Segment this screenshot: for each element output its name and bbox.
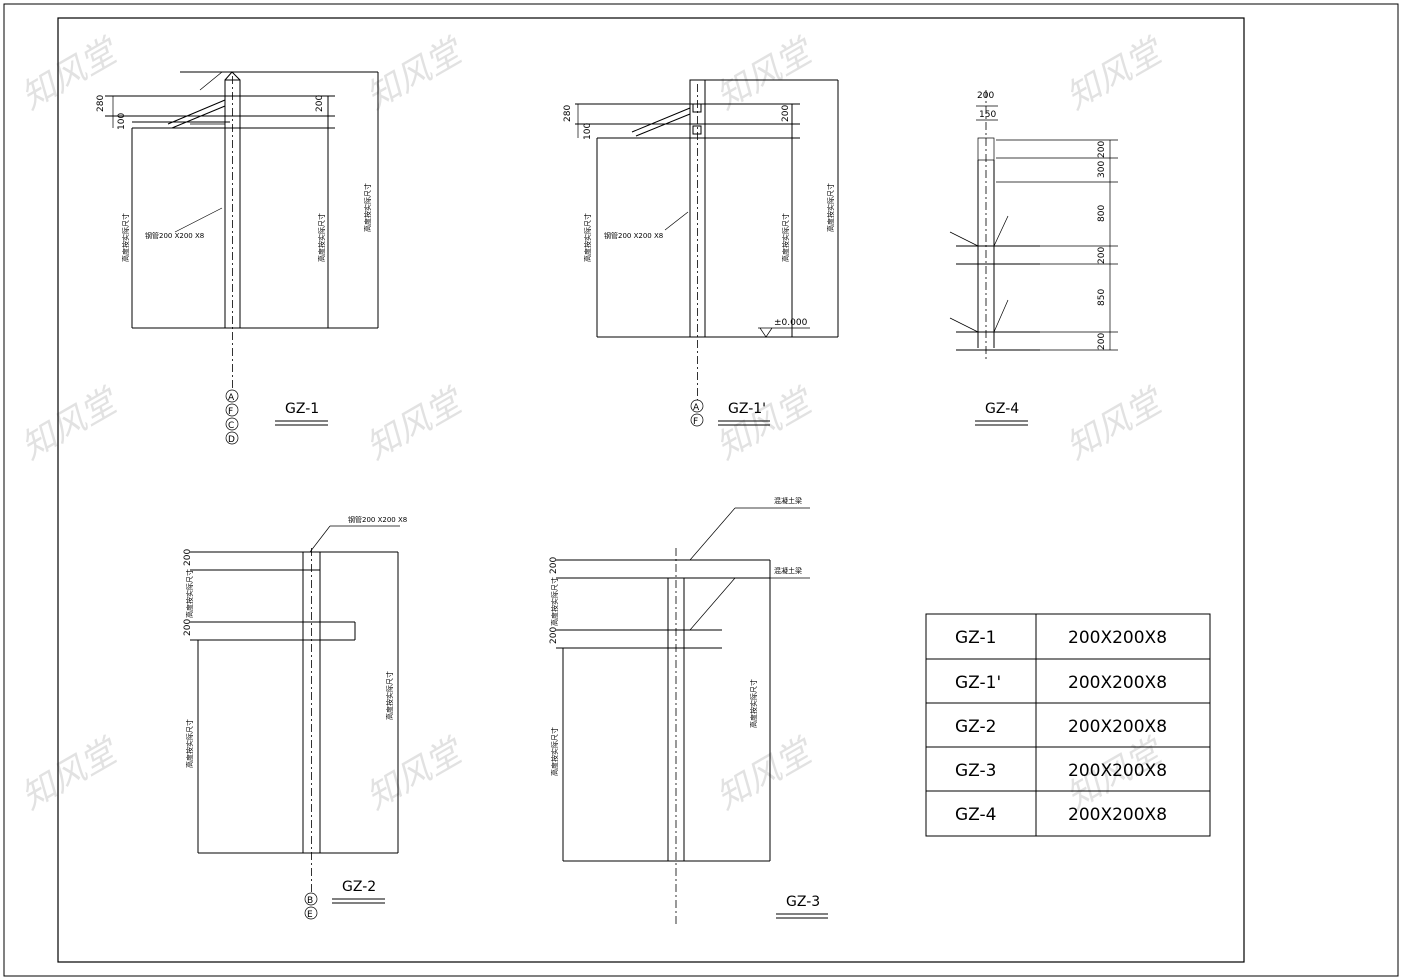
height-note: 高度按实际尺寸 xyxy=(826,183,835,232)
beam-note: 混凝土梁 xyxy=(774,566,802,575)
svg-text:200: 200 xyxy=(1097,141,1107,158)
axis-bubbles: A F C D xyxy=(225,389,239,445)
dim-150: 150 xyxy=(979,110,996,120)
dim-100: 100 xyxy=(583,123,593,140)
detail-gz3: 混凝土梁 混凝土梁 200 200 高度按实际尺寸 高度按实际尺寸 高度按实际尺… xyxy=(549,496,828,924)
height-note: 高度按实际尺寸 xyxy=(185,569,194,618)
dim-100: 100 xyxy=(117,113,127,130)
watermark: 知风堂 xyxy=(15,380,127,468)
beam-note: 混凝土梁 xyxy=(774,496,802,505)
watermark: 知风堂 xyxy=(360,730,472,818)
axis-bubbles: B E xyxy=(304,892,318,920)
level-mark: ±0.000 xyxy=(774,318,808,328)
detail-title: GZ-1 xyxy=(285,401,319,417)
dim-200: 200 xyxy=(183,549,193,566)
height-note: 高度按实际尺寸 xyxy=(185,719,194,768)
dim-200: 200 xyxy=(781,105,791,122)
dim-200: 200 xyxy=(549,557,559,574)
detail-gz2: 钢管200 X200 X8 200 200 高度按实际尺寸 高度按实际尺寸 高度… xyxy=(183,515,407,920)
svg-text:B: B xyxy=(307,896,313,906)
height-note: 高度按实际尺寸 xyxy=(550,727,559,776)
height-note: 高度按实际尺寸 xyxy=(583,213,592,262)
dim-280: 280 xyxy=(96,95,106,112)
detail-title: GZ-4 xyxy=(985,401,1019,417)
svg-text:A: A xyxy=(693,403,700,413)
steel-column xyxy=(667,577,685,862)
table-cell-size: 200X200X8 xyxy=(1068,761,1167,781)
detail-gz4: 200 150 200 300 800 200 850 200 GZ-4 xyxy=(949,90,1118,426)
height-note: 高度按实际尺寸 xyxy=(385,671,394,720)
svg-text:F: F xyxy=(228,407,233,417)
watermark: 知风堂 xyxy=(710,730,822,818)
table-cell-mark: GZ-2 xyxy=(955,717,996,737)
svg-text:E: E xyxy=(307,910,313,920)
drawing-frame xyxy=(57,17,1245,963)
svg-text:200: 200 xyxy=(1097,247,1107,264)
svg-text:D: D xyxy=(228,435,235,445)
svg-text:850: 850 xyxy=(1097,289,1107,306)
watermark: 知风堂 xyxy=(360,30,472,118)
table-cell-mark: GZ-1' xyxy=(955,673,1001,693)
table-cell-size: 200X200X8 xyxy=(1068,805,1167,825)
table-cell-mark: GZ-1 xyxy=(955,628,996,648)
svg-text:800: 800 xyxy=(1097,205,1107,222)
height-note: 高度按实际尺寸 xyxy=(749,679,758,728)
height-note: 高度按实际尺寸 xyxy=(121,213,130,262)
watermark: 知风堂 xyxy=(360,380,472,468)
height-note: 高度按实际尺寸 xyxy=(317,213,326,262)
table-cell-size: 200X200X8 xyxy=(1068,628,1167,648)
watermark: 知风堂 xyxy=(15,30,127,118)
outer-border xyxy=(3,3,1399,977)
steel-note: 钢管200 X200 X8 xyxy=(604,231,663,240)
steel-note: 钢管200 X200 X8 xyxy=(348,515,407,524)
svg-text:A: A xyxy=(228,393,235,403)
detail-title: GZ-1' xyxy=(728,401,766,417)
dim-200: 200 xyxy=(549,627,559,644)
detail-title: GZ-3 xyxy=(786,894,820,910)
dim-200: 200 xyxy=(183,619,193,636)
svg-text:200: 200 xyxy=(1097,333,1107,350)
table-cell-mark: GZ-4 xyxy=(955,805,996,825)
watermark: 知风堂 xyxy=(1060,380,1172,468)
column-schedule-table: GZ-1 200X200X8 GZ-1' 200X200X8 GZ-2 200X… xyxy=(925,613,1211,837)
svg-text:C: C xyxy=(228,421,234,431)
detail-title: GZ-2 xyxy=(342,879,376,895)
svg-text:300: 300 xyxy=(1097,161,1107,178)
height-note: 高度按实际尺寸 xyxy=(363,183,372,232)
table-cell-mark: GZ-3 xyxy=(955,761,996,781)
steel-note: 钢管200 X200 X8 xyxy=(145,231,204,240)
table-cell-size: 200X200X8 xyxy=(1068,673,1167,693)
svg-text:F: F xyxy=(693,417,698,427)
watermarks: 知风堂 知风堂 知风堂 知风堂 知风堂 知风堂 知风堂 知风堂 知风堂 知风堂 … xyxy=(15,30,1172,818)
detail-gz1: 280 100 200 钢管200 X200 X8 高度按实际尺寸 高度按实际尺… xyxy=(96,71,379,445)
watermark: 知风堂 xyxy=(710,30,822,118)
dim-200: 200 xyxy=(315,95,325,112)
dim-280: 280 xyxy=(563,105,573,122)
watermark: 知风堂 xyxy=(710,380,822,468)
height-note: 高度按实际尺寸 xyxy=(781,213,790,262)
table-cell-size: 200X200X8 xyxy=(1068,717,1167,737)
axis-bubbles: A F xyxy=(690,399,704,427)
detail-gz1-prime: 280 100 200 钢管200 X200 X8 高度按实际尺寸 高度按实际尺… xyxy=(563,79,839,427)
watermark: 知风堂 xyxy=(1060,30,1172,118)
height-note: 高度按实际尺寸 xyxy=(550,577,559,626)
watermark: 知风堂 xyxy=(15,730,127,818)
